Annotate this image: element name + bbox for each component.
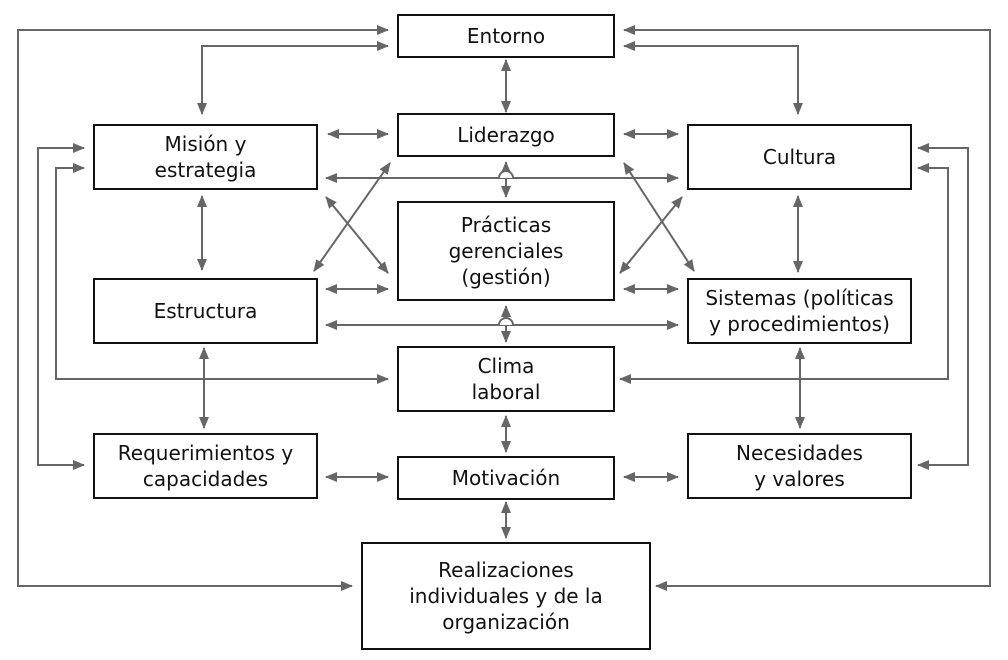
node-necesidades-valores: Necesidades y valores [687,433,912,499]
connector-entorno-mision [197,41,389,115]
connector-mision-requerimientos [37,143,85,470]
node-mision-estrategia: Misión y estrategia [93,124,318,190]
connector-entorno-cultura [623,41,803,115]
node-motivacion: Motivación [397,456,615,500]
node-cultura: Cultura [687,124,912,190]
node-realizaciones: Realizaciones individuales y de la organ… [361,542,651,650]
node-estructura: Estructura [93,278,318,344]
connector-entorno-realizaciones-right [623,25,991,591]
node-sistemas: Sistemas (políticas y procedimientos) [687,278,912,344]
connector-cultura-practicas [619,196,683,274]
line-hop [498,170,514,179]
connector-entorno-realizaciones-left [17,25,389,591]
connector-mision-clima [55,163,389,384]
connector-cultura-necesidades [917,143,969,470]
node-liderazgo: Liderazgo [397,113,615,157]
line-hop [498,317,514,326]
node-requerimientos-capacidades: Requerimientos y capacidades [93,433,318,499]
node-practicas-gerenciales: Prácticas gerenciales (gestión) [397,201,615,301]
connector-cultura-clima [619,163,949,384]
node-clima-laboral: Clima laboral [397,346,615,412]
node-entorno: Entorno [397,14,615,58]
connector-liderazgo-estructura [313,162,391,272]
